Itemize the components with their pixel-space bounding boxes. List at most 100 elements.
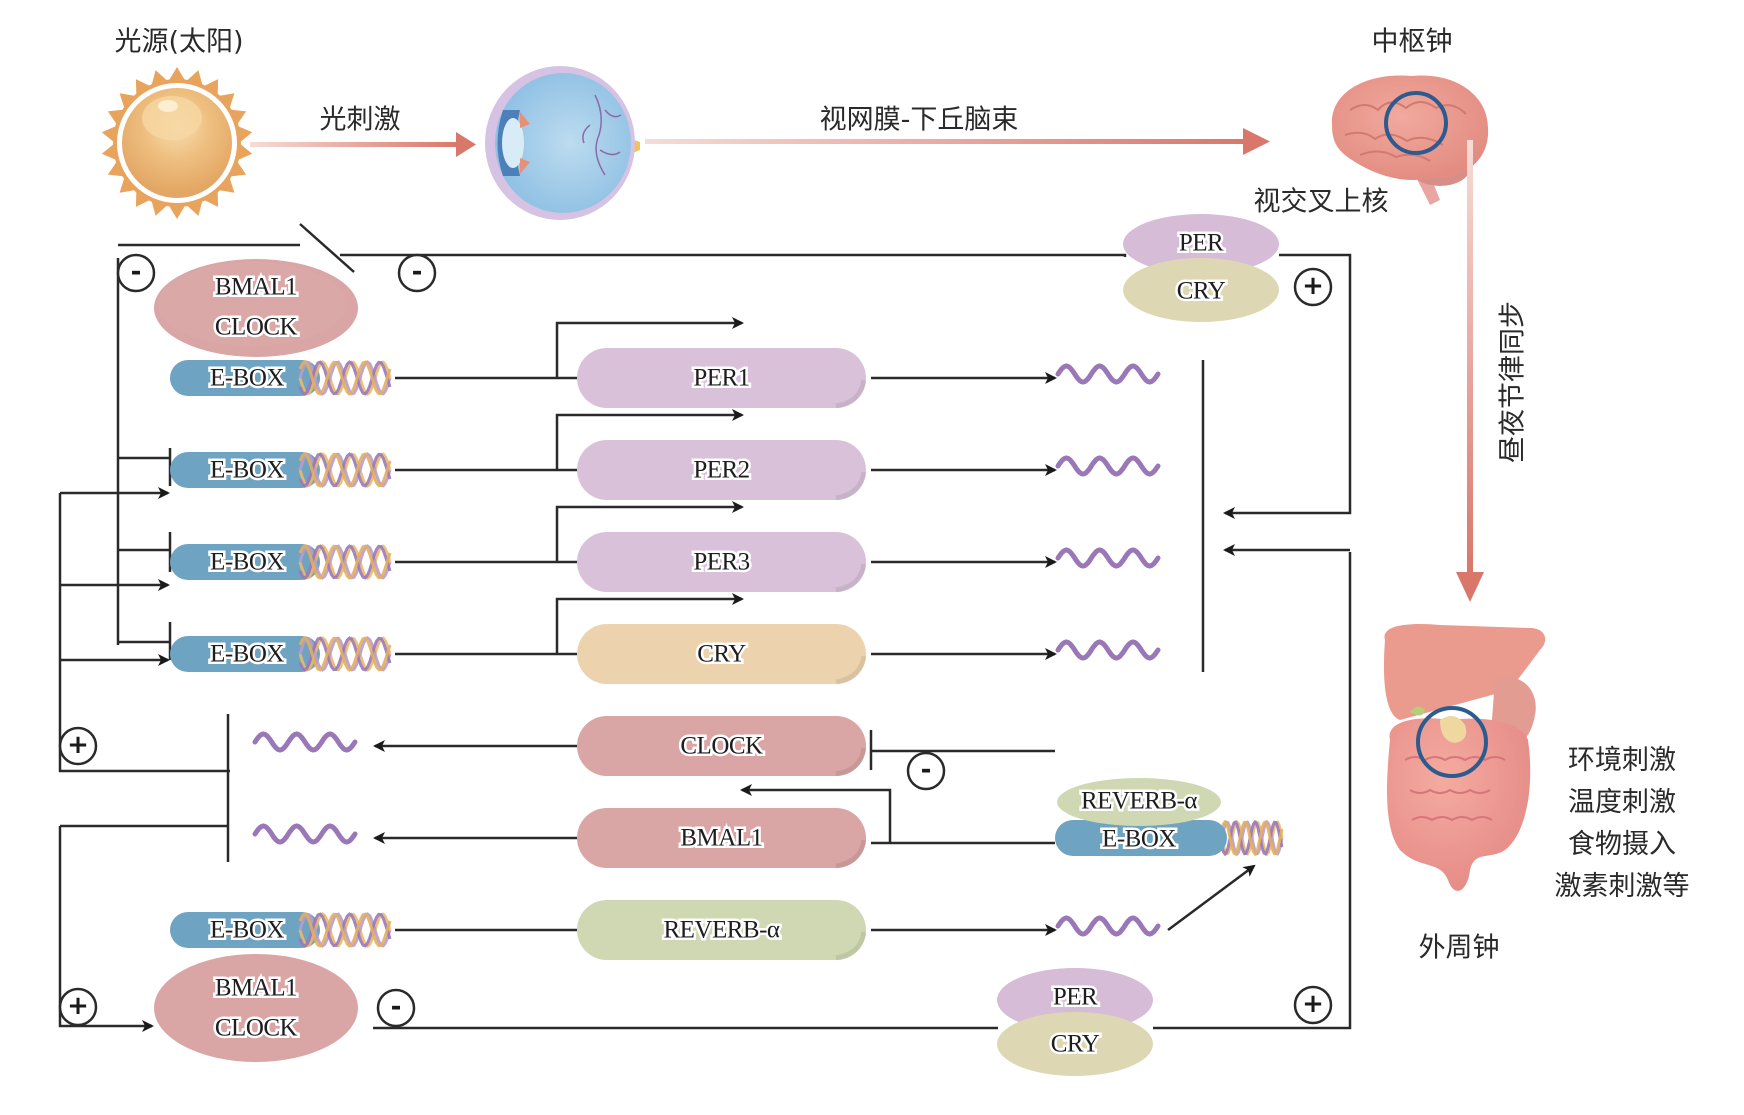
top-per-label: PER (1179, 230, 1224, 257)
gene-pill (577, 532, 866, 592)
organs-icon (1383, 623, 1546, 891)
svg-text:+: + (1302, 989, 1324, 1019)
bottom-bmal1-label: BMAL1 (215, 975, 297, 1002)
gene-rows: PER1E-BOXPER2E-BOXPER3E-BOXCRYE-BOXCLOCK… (170, 348, 1161, 961)
svg-text:-: - (391, 992, 402, 1022)
bottom-bmal1-clock-complex: BMAL1 CLOCK (154, 954, 358, 1062)
activation-plus-icon: + (1293, 267, 1333, 307)
ebox-element: E-BOX (170, 544, 392, 580)
reverb-complex-label: REVERB-α (1081, 788, 1197, 815)
top-clock-label: CLOCK (215, 314, 298, 341)
regulation-signs: - - + + - + - + (58, 253, 1333, 1028)
ebox-label: E-BOX (210, 917, 284, 944)
stimulus-item: 环境刺激 (1568, 745, 1676, 776)
activation-plus-icon: + (58, 987, 98, 1027)
gene-label: CRY (697, 641, 746, 668)
sun-icon (101, 67, 253, 219)
central-clock-label: 中枢钟 (1371, 26, 1453, 58)
brain-icon (1331, 75, 1489, 205)
arrow-line (740, 784, 892, 843)
reverb-ebox-complex: REVERB-α E-BOX (1055, 778, 1284, 857)
ebox-element: E-BOX (170, 452, 392, 488)
mrna-wave-icon (1055, 363, 1161, 385)
dna-helix-icon (298, 636, 392, 672)
svg-text:+: + (67, 730, 89, 760)
connector-line (299, 223, 355, 273)
light-source-label: 光源(太阳) (114, 26, 244, 58)
gene-row-cry: CRY E-BOX (170, 624, 1161, 685)
dna-helix-icon (298, 544, 392, 580)
bottom-per-cry-complex: PER CRY (997, 968, 1153, 1076)
stimulus-item: 温度刺激 (1568, 787, 1676, 818)
ebox-element: E-BOX (170, 360, 392, 396)
gene-row-clock: CLOCK (252, 716, 867, 777)
retinohypothalamic-arrow (645, 128, 1270, 155)
gene-pill (577, 624, 866, 684)
svg-text:-: - (921, 755, 932, 785)
reverb-ebox-label: E-BOX (1102, 826, 1176, 853)
sync-arrow (1456, 140, 1484, 602)
svg-text:+: + (67, 991, 89, 1021)
gene-row-bmal1: BMAL1 (252, 808, 867, 869)
arrow-line (555, 409, 744, 470)
svg-text:-: - (131, 257, 142, 287)
top-cry-label: CRY (1177, 278, 1226, 305)
stimulus-item: 激素刺激等 (1554, 871, 1690, 902)
activation-plus-icon: + (58, 726, 98, 766)
tract-label: 视网膜-下丘脑束 (819, 104, 1019, 136)
arrow-line (555, 501, 744, 562)
gene-label: CLOCK (680, 733, 763, 760)
light-stimulus-arrow (250, 132, 476, 157)
dna-helix-icon (298, 912, 392, 948)
arrow-line (555, 593, 744, 654)
mrna-wave-icon (1055, 547, 1161, 569)
activation-plus-icon: + (1293, 985, 1333, 1025)
arrow-line (1167, 864, 1256, 932)
inhibition-minus-icon: - (906, 751, 946, 791)
dna-helix-icon (1220, 819, 1284, 857)
gene-row-per2: PER2 E-BOX (170, 440, 1161, 501)
bottom-cry-label: CRY (1051, 1031, 1100, 1058)
sync-label: 昼夜节律同步 (1497, 301, 1529, 463)
gene-label: PER2 (693, 457, 749, 484)
top-bmal1-clock-complex: BMAL1 CLOCK (154, 259, 358, 357)
gene-label: PER1 (693, 365, 749, 392)
svg-text:+: + (1302, 271, 1324, 301)
svg-text:-: - (412, 257, 423, 287)
connector-line (340, 253, 1127, 257)
mrna-wave-icon (252, 731, 358, 753)
peripheral-clock-label: 外周钟 (1418, 932, 1500, 964)
gene-row-reverb: REVERB-α E-BOX (170, 900, 1161, 961)
gene-row-per1: PER1 E-BOX (170, 348, 1161, 409)
arrow-line (555, 317, 744, 378)
gene-pill (577, 900, 866, 960)
ebox-label: E-BOX (210, 365, 284, 392)
gene-row-per3: PER3 E-BOX (170, 532, 1161, 593)
stimuli-list: 环境刺激 温度刺激 食物摄入 激素刺激等 (1555, 740, 1690, 908)
bottom-per-label: PER (1053, 984, 1098, 1011)
top-per-cry-complex: PER CRY (1123, 214, 1279, 322)
connector-line (1153, 552, 1352, 1030)
dna-helix-icon (298, 360, 392, 396)
ebox-element: E-BOX (170, 912, 392, 948)
ebox-element: E-BOX (170, 636, 392, 672)
gene-pill (577, 808, 866, 868)
inhibition-minus-icon: - (116, 253, 156, 293)
ebox-label: E-BOX (210, 457, 284, 484)
stimulus-item: 食物摄入 (1568, 829, 1676, 860)
ebox-label: E-BOX (210, 641, 284, 668)
gene-label: PER3 (693, 549, 749, 576)
regulatory-wires (58, 223, 1352, 1032)
mrna-wave-icon (1055, 915, 1161, 937)
mrna-wave-icon (252, 823, 358, 845)
gene-pill (577, 716, 866, 776)
inhibition-minus-icon: - (376, 988, 416, 1028)
bottom-clock-label: CLOCK (215, 1015, 298, 1042)
gene-label: BMAL1 (680, 825, 762, 852)
gene-pill (577, 440, 866, 500)
dna-helix-icon (298, 452, 392, 488)
ebox-label: E-BOX (210, 549, 284, 576)
gene-label: REVERB-α (663, 917, 779, 944)
